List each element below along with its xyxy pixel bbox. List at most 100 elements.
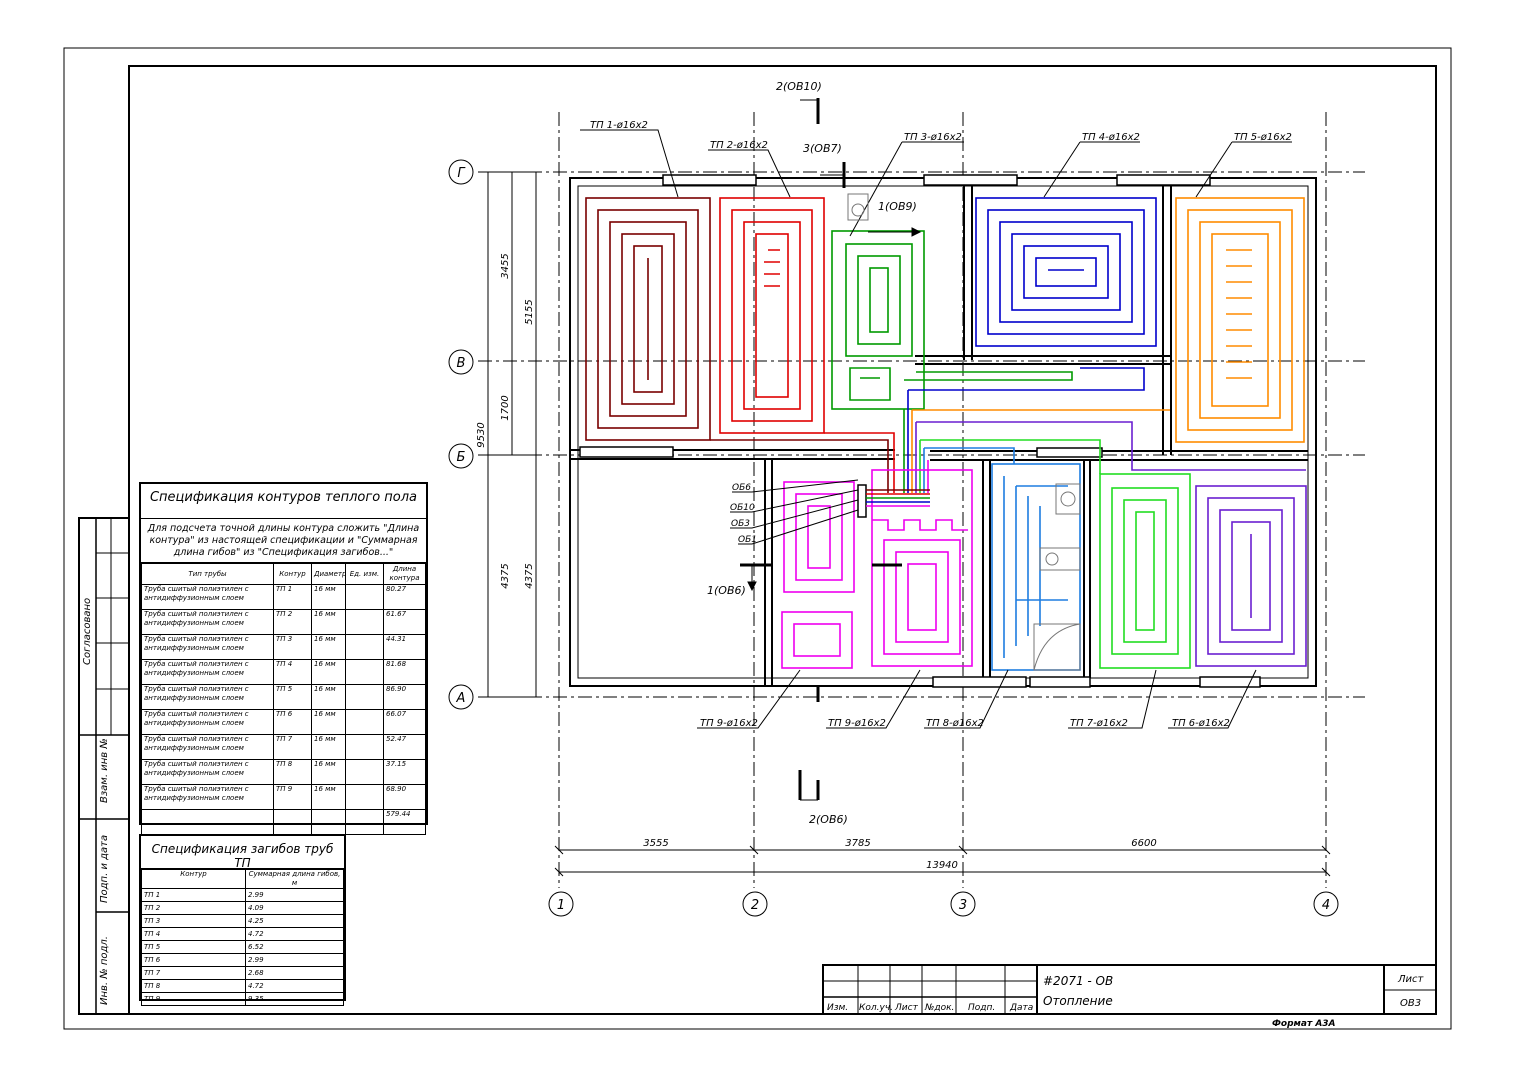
loop-tp5	[911, 197, 1305, 493]
hdr-loop: Контур	[141, 869, 246, 889]
label-tp9-a: ТП 9-ø16x2	[700, 718, 758, 729]
pipe-cell: Труба сшитый полиэтилен с антидиффузионн…	[141, 634, 274, 660]
empty-cell	[311, 809, 346, 835]
pipe-cell: Труба сшитый полиэтилен с антидиффузионн…	[141, 584, 274, 610]
bend-cell: 2.99	[245, 888, 344, 902]
building-walls	[569, 177, 1317, 687]
section-mark-1-ov6: 1(ОВ6)	[707, 584, 746, 597]
hdr-pipe-type: Тип трубы	[141, 563, 274, 585]
leader-lines	[580, 129, 1292, 729]
stamp-col-date: Дата	[1009, 1003, 1033, 1013]
loop-cell: ТП 2	[273, 609, 312, 635]
bend-cell: 2.99	[245, 953, 344, 967]
dim-6600: 6600	[1131, 838, 1156, 849]
unit-cell	[345, 609, 384, 635]
label-tp9-b: ТП 9-ø16x2	[828, 718, 886, 729]
diam-cell: 16 мм	[311, 584, 346, 610]
bend-cell: 4.09	[245, 901, 344, 915]
loop-tp9	[781, 460, 973, 669]
outer-frame	[63, 47, 1452, 1030]
label-tp2: ТП 2-ø16x2	[710, 140, 768, 151]
loops-spec-grid: Тип трубы Контур Диаметр Ед. изм. Длина …	[141, 563, 426, 835]
loop-tp2	[719, 197, 895, 493]
loop-cell: ТП 2	[141, 901, 246, 915]
pipe-cell: Труба сшитый полиэтилен с антидиффузионн…	[141, 784, 274, 810]
axis-letter-a: А	[456, 691, 466, 706]
total-row: 579.44	[141, 809, 426, 835]
bend-cell: 4.72	[245, 927, 344, 941]
side-sign-date: Подп. и дата	[99, 834, 110, 903]
manifold-feeds	[866, 489, 930, 507]
table-row: Труба сшитый полиэтилен с антидиффузионн…	[141, 634, 426, 660]
hdr-loop: Контур	[273, 563, 312, 585]
diam-cell: 16 мм	[311, 784, 346, 810]
label-tp1: ТП 1-ø16x2	[590, 120, 648, 131]
loop-cell: ТП 8	[141, 979, 246, 993]
loop-cell: ТП 5	[141, 940, 246, 954]
dim-9530: 9530	[476, 422, 487, 447]
bend-cell: 4.72	[245, 979, 344, 993]
dimension-lines	[484, 171, 1331, 877]
label-tp6: ТП 6-ø16x2	[1172, 718, 1230, 729]
empty-cell	[273, 809, 312, 835]
loop-tp4	[907, 197, 1157, 493]
len-cell: 81.68	[383, 659, 426, 685]
loop-cell: ТП 3	[273, 634, 312, 660]
stamp-col-list: Лист	[894, 1003, 919, 1013]
dim-3455: 3455	[500, 253, 511, 278]
section-mark-2-ov6: 2(ОВ6)	[809, 813, 848, 826]
riser-ob6: ОБ6	[732, 483, 751, 493]
diam-cell: 16 мм	[311, 659, 346, 685]
loop-cell: ТП 4	[273, 659, 312, 685]
diam-cell: 16 мм	[311, 634, 346, 660]
section-cuts	[740, 98, 902, 800]
hdr-diameter: Диаметр	[311, 563, 346, 585]
table-row: Труба сшитый полиэтилен с антидиффузионн…	[141, 684, 426, 710]
loop-tp7	[919, 439, 1191, 669]
dim-1700: 1700	[500, 395, 511, 420]
len-cell: 37.15	[383, 759, 426, 785]
empty-cell	[345, 809, 384, 835]
axis-letter-v: В	[457, 356, 466, 371]
hdr-unit: Ед. изм.	[345, 563, 384, 585]
stamp-sheet-value: ОВ3	[1400, 998, 1421, 1009]
unit-cell	[345, 584, 384, 610]
axis-letter-b: Б	[457, 450, 466, 465]
axis-number-4: 4	[1322, 898, 1330, 913]
stamp-col-sign: Подп.	[968, 1003, 995, 1013]
table-row: Труба сшитый полиэтилен с антидиффузионн…	[141, 659, 426, 685]
bend-cell: 2.68	[245, 966, 344, 980]
pipe-cell: Труба сшитый полиэтилен с антидиффузионн…	[141, 709, 274, 735]
bends-spec-header: Контур Суммарная длина гибов, м	[141, 869, 344, 889]
len-cell: 86.90	[383, 684, 426, 710]
unit-cell	[345, 659, 384, 685]
table-row: Труба сшитый полиэтилен с антидиффузионн…	[141, 734, 426, 760]
loop-cell: ТП 1	[141, 888, 246, 902]
bends-spec-title: Спецификация загибов труб ТП	[141, 836, 344, 870]
pipe-cell: Труба сшитый полиэтилен с антидиффузионн…	[141, 659, 274, 685]
table-row: Труба сшитый полиэтилен с антидиффузионн…	[141, 759, 426, 785]
table-row: Труба сшитый полиэтилен с антидиффузионн…	[141, 709, 426, 735]
unit-cell	[345, 759, 384, 785]
loop-cell: ТП 7	[141, 966, 246, 980]
unit-cell	[345, 709, 384, 735]
section-mark-3-ov7: 3(ОВ7)	[803, 142, 842, 155]
stamp-code: #2071 - ОВ	[1043, 974, 1113, 988]
len-cell: 80.27	[383, 584, 426, 610]
loop-cell: ТП 6	[273, 709, 312, 735]
section-mark-2-ov10: 2(ОВ10)	[776, 80, 822, 93]
stamp-col-kol: Кол.уч.	[859, 1003, 893, 1013]
table-row: Труба сшитый полиэтилен с антидиффузионн…	[141, 609, 426, 635]
unit-cell	[345, 634, 384, 660]
loop-tp3	[831, 230, 1073, 493]
stamp-sheet-label: Лист	[1397, 974, 1425, 985]
diam-cell: 16 мм	[311, 759, 346, 785]
grid-axes	[478, 112, 1365, 888]
loop-cell: ТП 5	[273, 684, 312, 710]
